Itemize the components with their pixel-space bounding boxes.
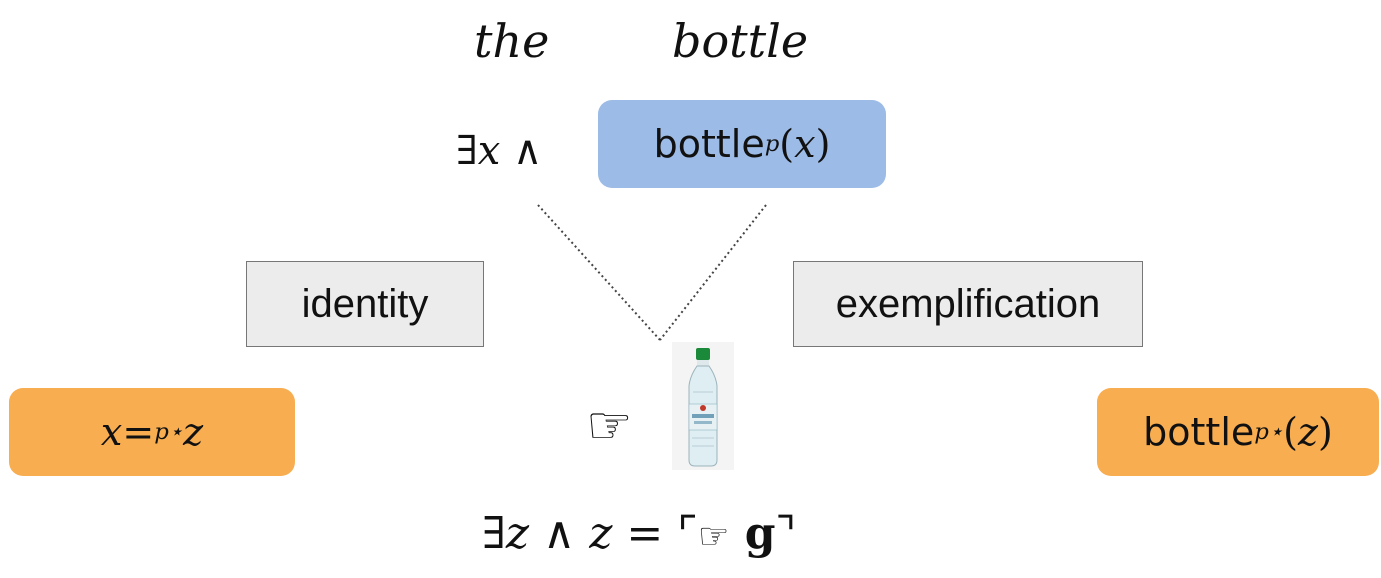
equals-bottom: = (612, 508, 678, 559)
pointing-hand-icon: ☞ (586, 396, 633, 456)
identity-right: z (183, 410, 204, 454)
exists-symbol-bottom: ∃ (482, 508, 506, 559)
exempl-paren-close: ) (1318, 410, 1333, 454)
exempl-paren-open: ( (1283, 410, 1298, 454)
word-bottle: bottle (672, 14, 809, 68)
variable-z-2: z (589, 508, 613, 559)
water-bottle-image (672, 342, 734, 470)
conjunction-bottom: ∧ (529, 508, 590, 559)
identity-relation-box: x =p⋆ z (9, 388, 295, 476)
exempl-arg: z (1297, 410, 1318, 454)
right-dotted-line (659, 204, 767, 341)
existential-x: ∃x ∧ (456, 128, 542, 174)
predicate-subscript: p (764, 131, 780, 157)
identity-subscript: p⋆ (154, 419, 184, 445)
paren-close: ) (815, 122, 831, 166)
exists-symbol: ∃ (456, 128, 478, 174)
exempl-subscript: p⋆ (1254, 419, 1284, 445)
identity-left: x (100, 410, 123, 454)
predicate-arg: x (794, 122, 816, 166)
exemplification-label: exemplification (835, 281, 1101, 326)
word-the: the (474, 14, 550, 68)
variable-x: x (477, 128, 501, 174)
identity-label: identity (301, 281, 429, 326)
predicate-name: bottle (653, 122, 765, 166)
paren-open: ( (779, 122, 795, 166)
bold-g: g (729, 508, 776, 559)
variable-z: z (505, 508, 530, 559)
bottom-formula: ∃z ∧ z = ⌜☞ g⌝ (482, 508, 796, 559)
identity-eq: = (122, 410, 155, 454)
left-quine-corner: ⌜ (677, 508, 698, 559)
identity-label-box: identity (246, 261, 484, 347)
exempl-predicate-name: bottle (1143, 410, 1255, 454)
right-quine-corner: ⌝ (775, 508, 797, 559)
conjunction-symbol: ∧ (500, 128, 543, 174)
left-dotted-line (537, 204, 661, 341)
exemplification-label-box: exemplification (793, 261, 1143, 347)
pointing-hand-small-icon: ☞ (697, 516, 730, 557)
